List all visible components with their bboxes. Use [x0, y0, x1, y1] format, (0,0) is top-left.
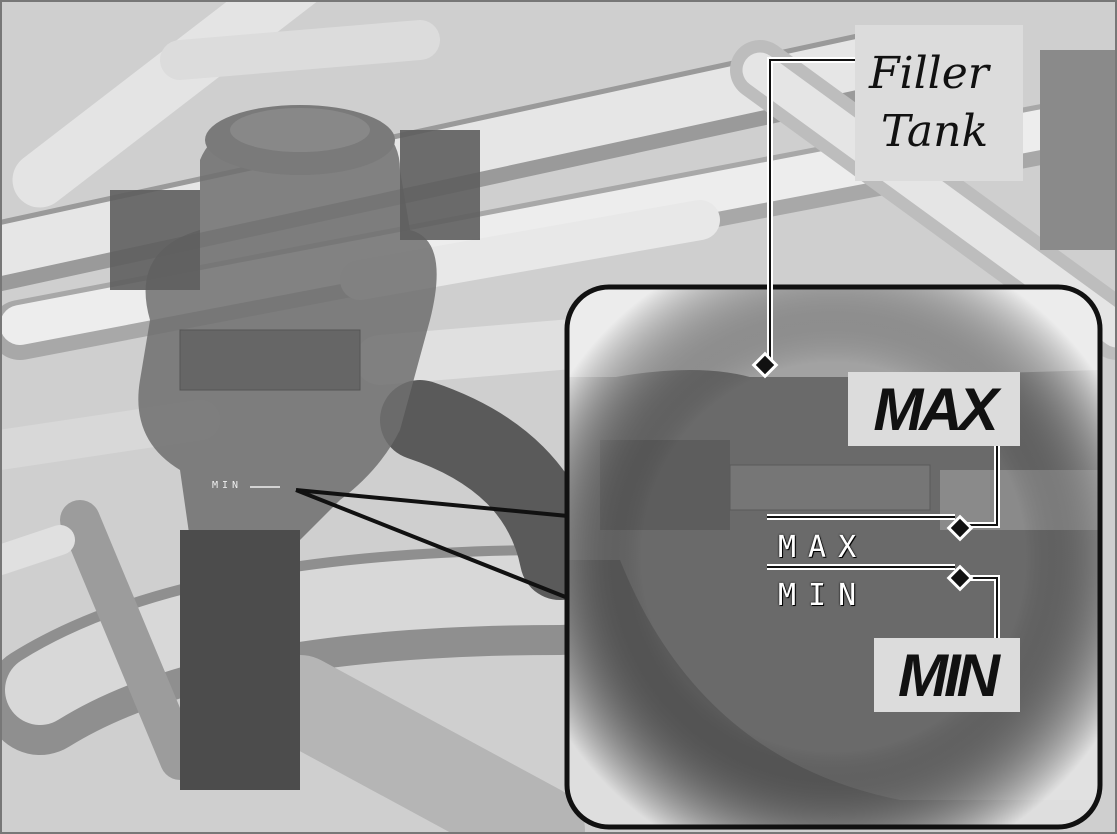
panel: [1040, 50, 1117, 250]
filler-label-line1: Filler: [869, 48, 989, 99]
zoom-leader-lines: [295, 488, 569, 600]
tank-small-min-mark: MIN: [212, 480, 243, 491]
max-callout-label: MAX: [848, 372, 1020, 446]
filler-tank-label: Filler Tank: [855, 25, 1023, 181]
tank-min-mark: MIN: [778, 578, 869, 613]
max-leader: [767, 446, 1000, 542]
reservoir-tank: [110, 105, 480, 790]
tank-max-mark: MAX: [778, 530, 869, 565]
filler-tank-leader: [751, 57, 856, 379]
min-callout-label: MIN: [874, 638, 1020, 712]
tank-label-line2: Tank: [881, 106, 989, 157]
min-leader: [767, 564, 1000, 640]
